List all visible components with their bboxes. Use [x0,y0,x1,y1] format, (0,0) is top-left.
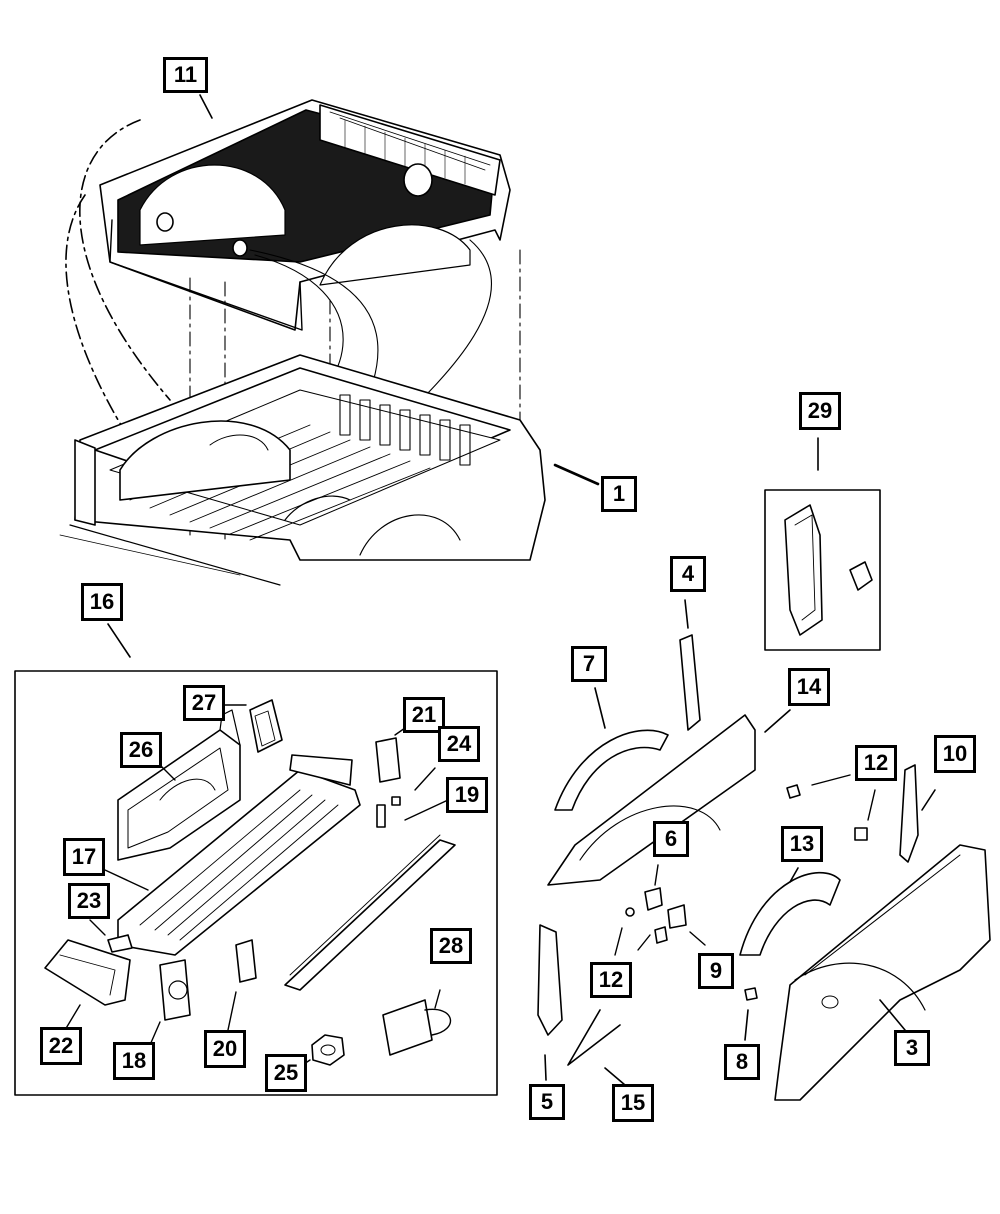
crossmember-part [284,834,456,991]
callout-18[interactable]: 18 [113,1042,155,1080]
callout-10[interactable]: 10 [934,735,976,773]
floor-pan-part [117,754,361,956]
bracket-part [249,699,283,753]
callout-16[interactable]: 16 [81,583,123,621]
callout-15[interactable]: 15 [612,1084,654,1122]
callout-20[interactable]: 20 [204,1030,246,1068]
post-part [235,939,257,983]
callout-8[interactable]: 8 [724,1044,760,1080]
callout-17[interactable]: 17 [63,838,105,876]
callout-13[interactable]: 13 [781,826,823,862]
leader-8 [744,1009,749,1041]
callout-27[interactable]: 27 [183,685,225,721]
callout-25[interactable]: 25 [265,1054,307,1092]
clip-part-12c [625,907,635,917]
clip-part [376,804,386,828]
callout-6[interactable]: 6 [653,821,689,857]
bracket-panel-part [159,959,191,1021]
callout-24[interactable]: 24 [438,726,480,762]
small-bracket-part [391,796,401,806]
callout-11[interactable]: 11 [163,57,208,93]
inset-leader-lines [64,704,449,1071]
callout-4[interactable]: 4 [670,556,706,592]
callout-19[interactable]: 19 [446,777,488,813]
plate-part [375,737,401,783]
front-panel-part [117,709,241,861]
leader-16 [107,623,131,658]
clip-part-12b [854,827,868,841]
bracket-part-6 [644,887,663,911]
leader-12-top [811,774,876,821]
wheelhouse-liner-part [739,867,841,956]
pad-part [107,934,133,953]
callout-23[interactable]: 23 [68,883,110,919]
callout-7[interactable]: 7 [571,646,607,682]
nut-part [311,1034,345,1066]
callout-26[interactable]: 26 [120,732,162,768]
tie-down-part [382,999,451,1056]
wheelhouse-part [554,687,669,811]
rail-part [44,939,131,1006]
bracket-part-9 [667,904,687,929]
seal-strip-part [567,1009,626,1086]
callout-28[interactable]: 28 [430,928,472,964]
pickup-box-drawing [59,354,600,586]
clip-part-8 [744,987,758,1001]
callout-1[interactable]: 1 [601,476,637,512]
rear-stake-part [899,764,936,863]
callout-5[interactable]: 5 [529,1084,565,1120]
clip-part-12 [786,784,801,799]
leader-6-9-12 [614,864,706,956]
bracket-part-9b [654,926,668,944]
front-stake-part [537,924,563,1081]
callout-14[interactable]: 14 [788,668,830,706]
callout-3[interactable]: 3 [894,1030,930,1066]
bed-liner-drawing [65,99,511,501]
callout-12-bottom[interactable]: 12 [590,962,632,998]
callout-9[interactable]: 9 [698,953,734,989]
callout-22[interactable]: 22 [40,1027,82,1065]
callout-29[interactable]: 29 [799,392,841,430]
reinforcement-part [784,504,873,636]
stake-pocket-part [679,599,701,731]
inner-box-panel-part [547,709,791,886]
callout-12-top[interactable]: 12 [855,745,897,781]
bracket-inset-frame [764,489,881,651]
outer-box-side-part [774,844,991,1101]
leader-11 [199,94,213,119]
